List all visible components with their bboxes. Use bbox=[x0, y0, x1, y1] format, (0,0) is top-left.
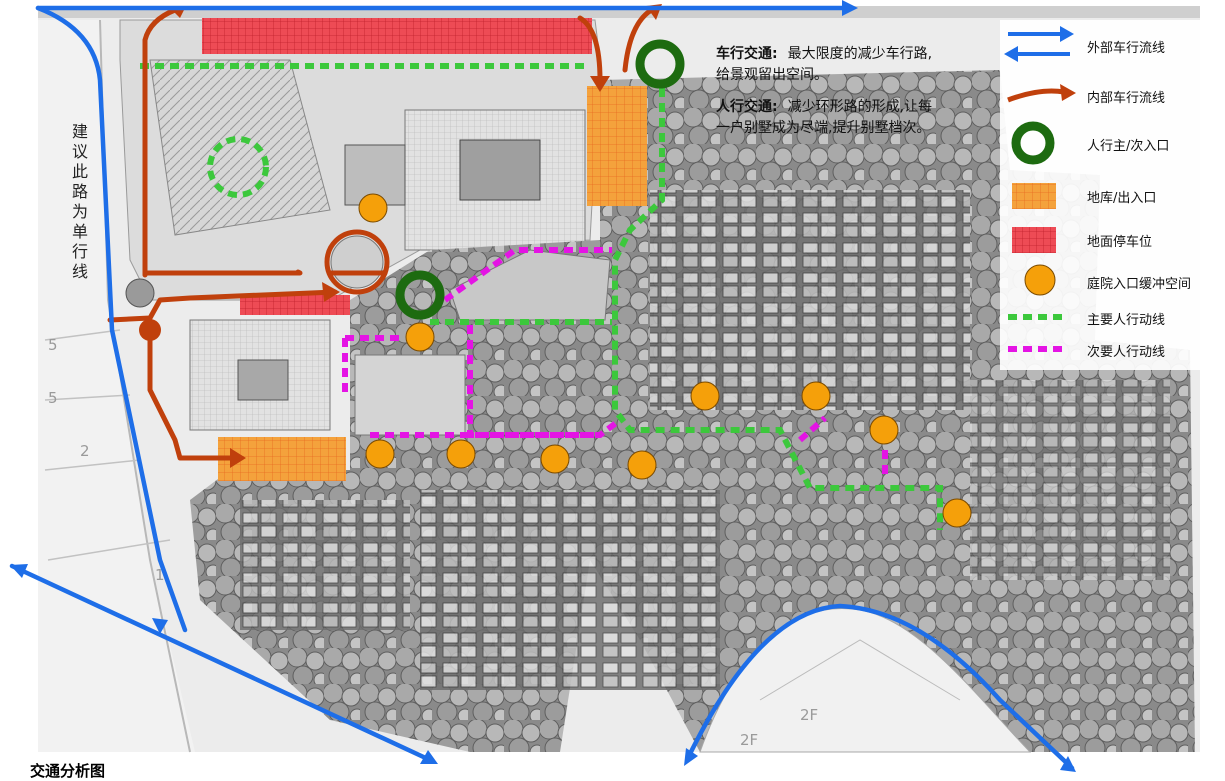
legend-symbol-entrance bbox=[1011, 121, 1055, 165]
legend-symbol-internal-route bbox=[1007, 84, 1076, 103]
external-vehicle-arrowheads bbox=[10, 0, 1076, 772]
one-way-road-note: 建议此路为单行线 bbox=[71, 122, 88, 281]
legend bbox=[1000, 20, 1200, 370]
diagram-caption: 交通分析图 bbox=[30, 762, 106, 780]
courtyard-buffer bbox=[358, 193, 972, 528]
ground-parking bbox=[202, 18, 592, 315]
note-text: 一户别墅成为尽端,提升别墅档次。 bbox=[716, 120, 931, 136]
note-heading: 车行交通: bbox=[716, 46, 778, 62]
plot-label: 5 bbox=[48, 389, 58, 407]
legend-label-primary-path: 主要人行动线 bbox=[1087, 313, 1166, 328]
note-text: 最大限度的减少车行路, bbox=[787, 46, 933, 62]
legend-label-entrance: 人行主/次入口 bbox=[1087, 139, 1170, 154]
legend-label-parking: 地面停车位 bbox=[1087, 235, 1153, 250]
note-heading: 人行交通: bbox=[716, 99, 778, 115]
internal-vehicle-route bbox=[107, 5, 658, 461]
plot-label: 2F bbox=[740, 731, 758, 749]
plot-labels: 5 5 2 1 2F 2F bbox=[48, 336, 818, 749]
secondary-pedestrian-route bbox=[342, 247, 888, 480]
legend-symbol-external-route bbox=[1004, 26, 1074, 62]
note-text: 给景观留出空间。 bbox=[716, 67, 828, 83]
external-vehicle-route bbox=[9, 5, 1075, 771]
legend-label-buffer: 庭院入口缓冲空间 bbox=[1087, 277, 1192, 292]
legend-label-internal-route: 内部车行流线 bbox=[1087, 91, 1166, 106]
plot-label: 2F bbox=[800, 706, 818, 724]
legend-label-external-route: 外部车行流线 bbox=[1087, 41, 1166, 56]
legend-symbol-garage bbox=[1012, 183, 1056, 209]
note-text: 减少环形路的形成,让每 bbox=[787, 99, 933, 115]
legend-symbol-buffer bbox=[1024, 264, 1056, 296]
junction-marker bbox=[139, 319, 161, 341]
legend-label-garage: 地库/出入口 bbox=[1087, 191, 1157, 206]
legend-label-secondary-path: 次要人行动线 bbox=[1087, 345, 1166, 360]
plot-label: 1 bbox=[155, 566, 165, 584]
plot-label: 5 bbox=[48, 336, 58, 354]
pedestrian-entrance bbox=[395, 39, 685, 320]
legend-symbol-parking bbox=[1012, 227, 1056, 253]
plot-label: 2 bbox=[80, 442, 90, 460]
pedestrian-traffic-note: 人行交通: 减少环形路的形成,让每 一户别墅成为尽端,提升别墅档次。 bbox=[716, 97, 932, 139]
vehicle-traffic-note: 车行交通: 最大限度的减少车行路, 给景观留出空间。 bbox=[716, 44, 932, 86]
primary-pedestrian-route bbox=[140, 63, 943, 530]
